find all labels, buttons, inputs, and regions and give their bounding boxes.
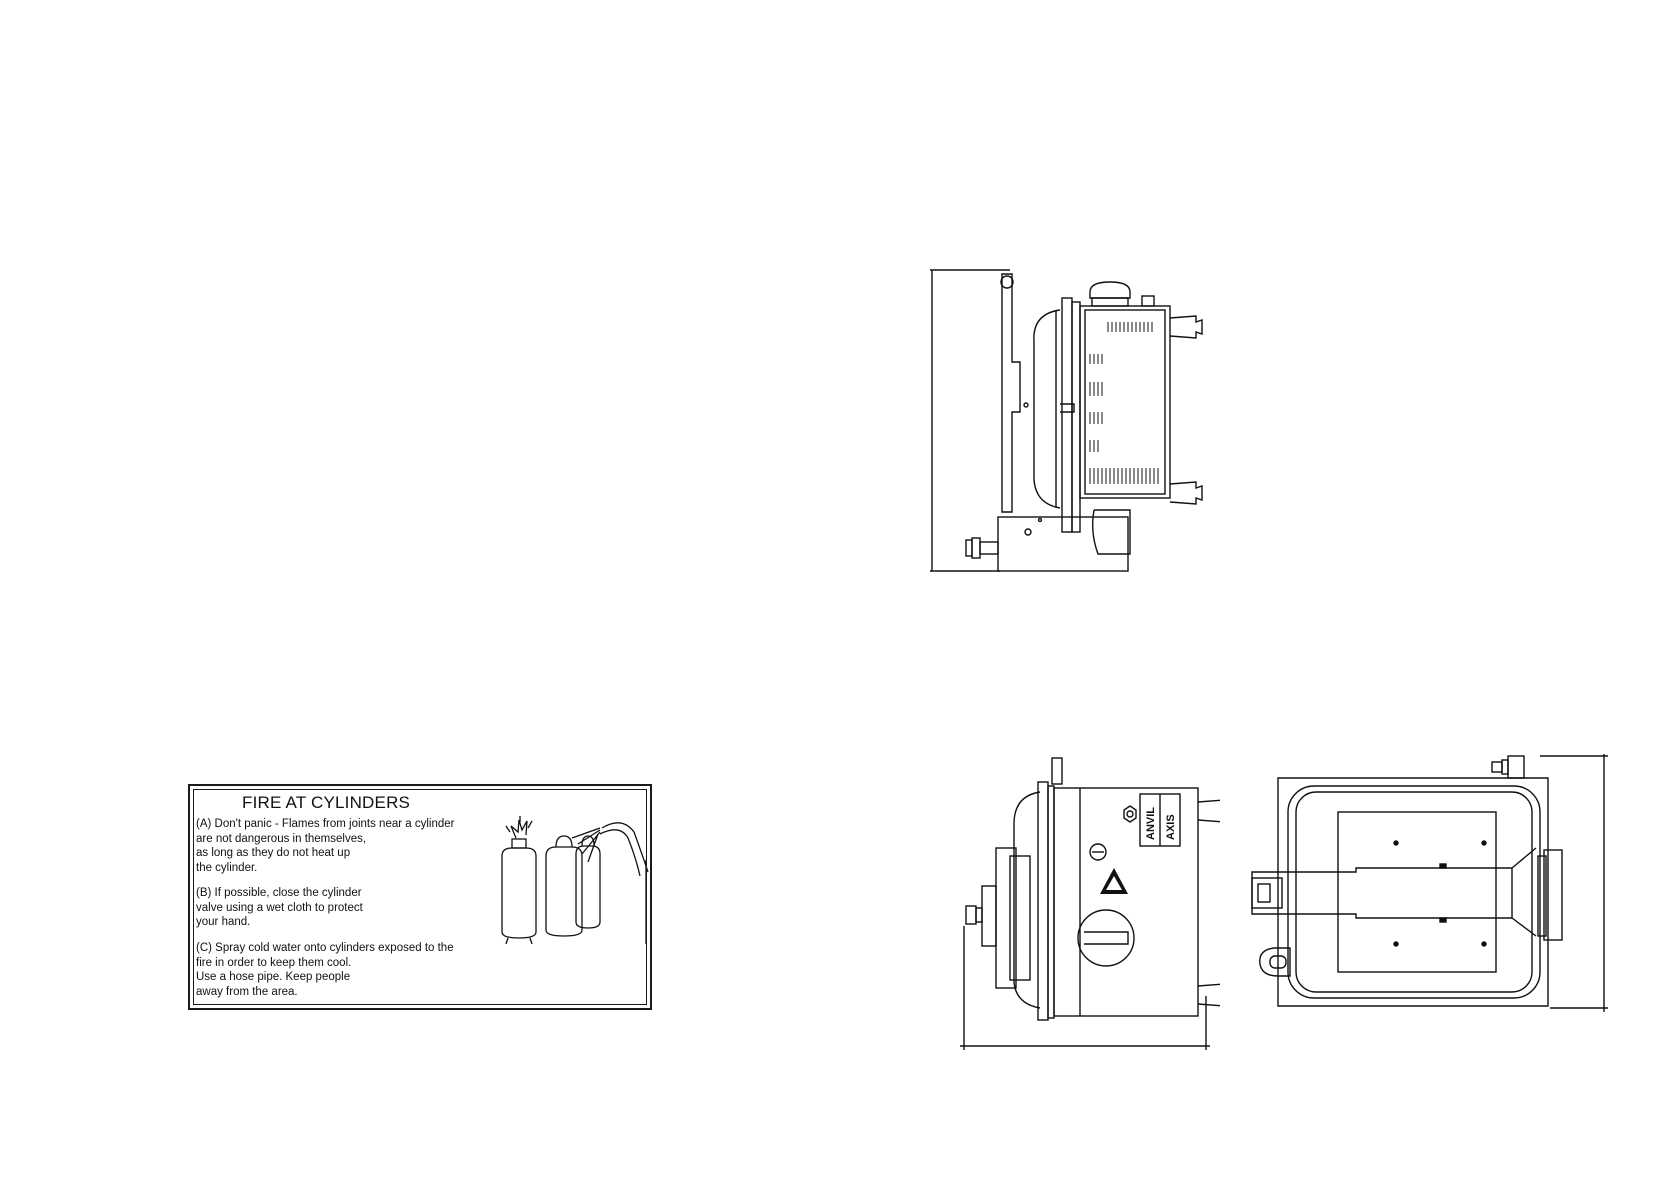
panel-label-anvil: ANVIL [1145, 807, 1157, 840]
heater-top-view-drawing [1251, 754, 1608, 1012]
warning-paragraph-c: (C) Spray cold water onto cylinders expo… [196, 942, 454, 998]
cylinder-fire-illustration-icon [501, 816, 649, 944]
warning-paragraph-b: (B) If possible, close the cylinder valv… [196, 887, 363, 929]
warning-triangle-icon [1100, 868, 1128, 894]
warning-title: FIRE AT CYLINDERS [242, 793, 411, 812]
fire-warning-box: FIRE AT CYLINDERS (A) Don't panic - Flam… [188, 784, 652, 1010]
panel-label-axis: AXIS [1165, 814, 1177, 840]
heater-front-view-drawing: ANVIL AXIS [960, 757, 1220, 1050]
warning-paragraph-a: (A) Don't panic - Flames from joints nea… [196, 818, 455, 874]
heater-side-view-drawing [930, 269, 1203, 572]
